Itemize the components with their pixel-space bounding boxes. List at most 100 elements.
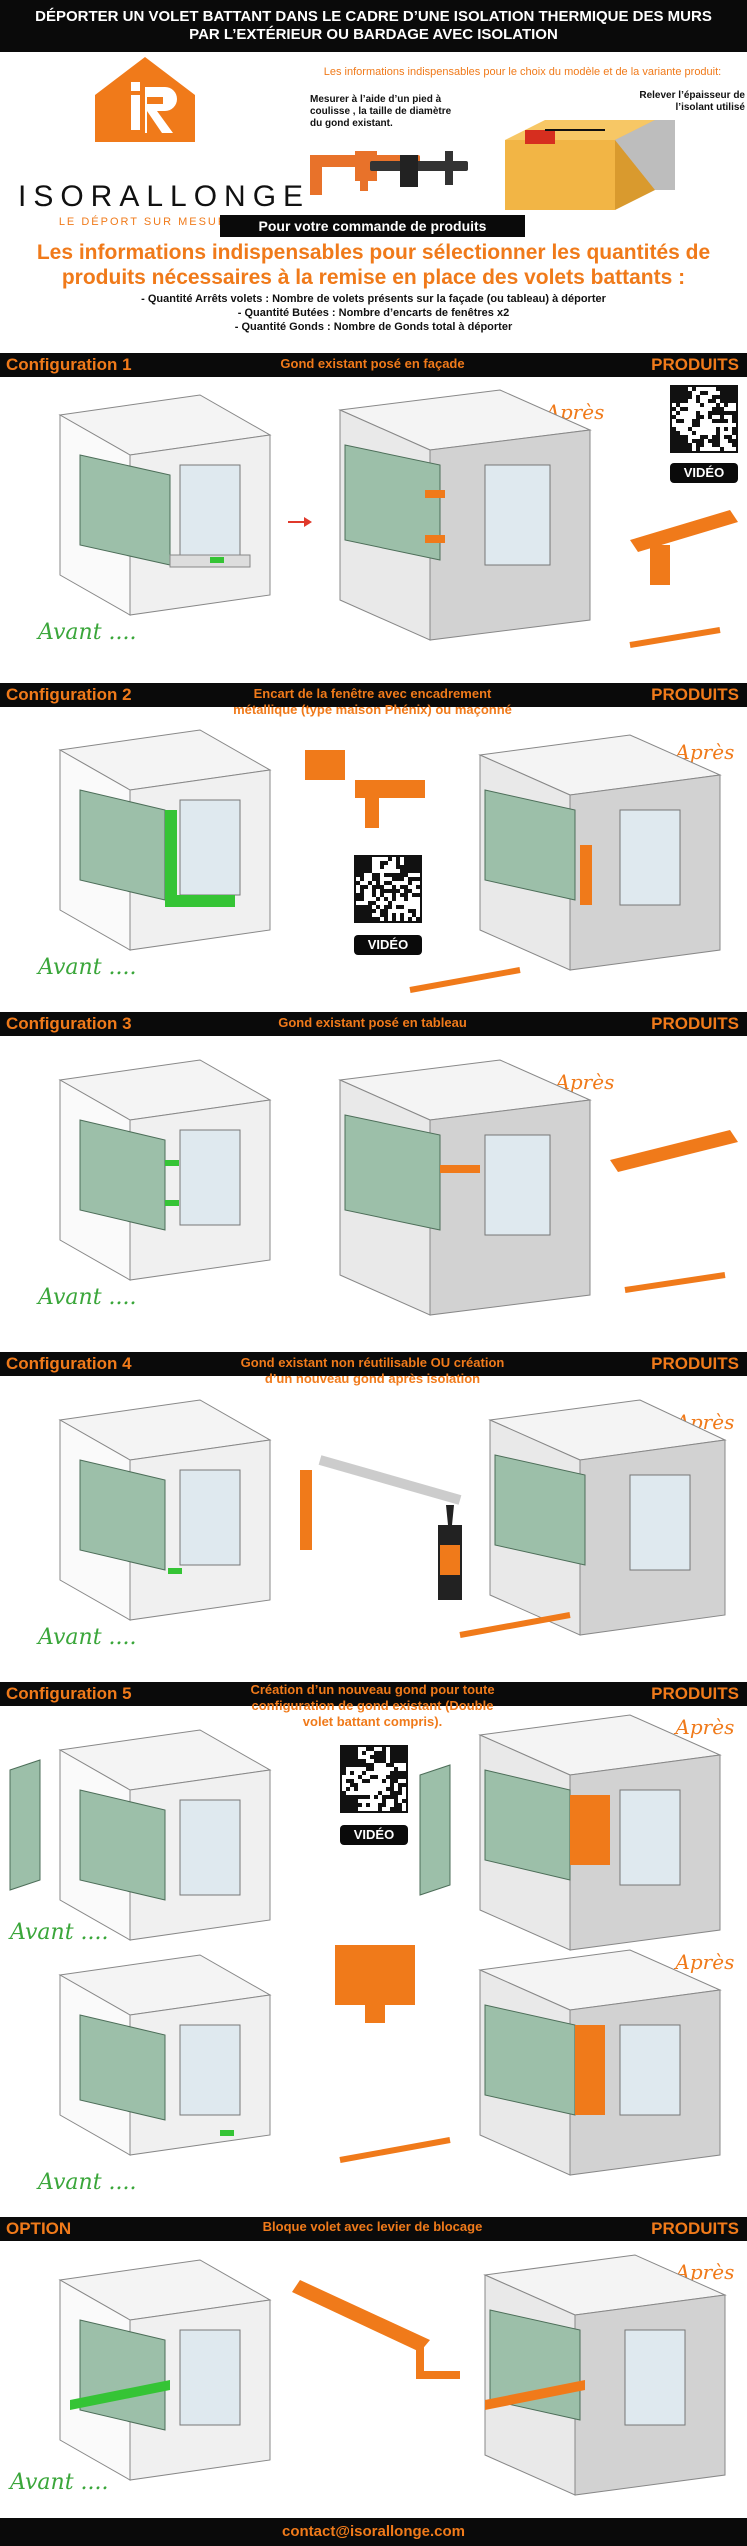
qr-module: [728, 439, 732, 443]
qr-module: [412, 857, 416, 861]
qr-module: [384, 905, 388, 909]
qr-module: [680, 419, 684, 423]
qr-module: [396, 873, 400, 877]
qr-module: [724, 399, 728, 403]
qr-module: [680, 443, 684, 447]
qr-module: [394, 1771, 398, 1775]
qr-module: [712, 439, 716, 443]
section-bar-config-1: Configuration 1 PRODUITS: [0, 353, 747, 377]
qr-module: [716, 411, 720, 415]
qr-module: [358, 1775, 362, 1779]
qr-module: [394, 1791, 398, 1795]
qr-module: [412, 909, 416, 913]
qr-module: [672, 399, 676, 403]
qr-module: [398, 1755, 402, 1759]
qr-module: [360, 905, 364, 909]
qr-module: [390, 1747, 394, 1751]
qr-module: [376, 897, 380, 901]
qr-module: [394, 1803, 398, 1807]
qr-module: [356, 905, 360, 909]
qr-module: [350, 1755, 354, 1759]
qr-module: [400, 865, 404, 869]
qr-module: [700, 391, 704, 395]
section-bar-option: OPTION PRODUITS: [0, 2217, 747, 2241]
qr-module: [404, 897, 408, 901]
qr-module: [692, 431, 696, 435]
qr-module: [728, 435, 732, 439]
qr-module: [696, 415, 700, 419]
qr-module: [692, 423, 696, 427]
before-label: Avant ....: [10, 1920, 109, 1945]
qr-module: [366, 1795, 370, 1799]
qr-module: [356, 897, 360, 901]
qr-module: [354, 1755, 358, 1759]
qr-module: [672, 447, 676, 451]
qr-module: [720, 447, 724, 451]
subtitle-line: Bloque volet avec levier de blocage: [262, 2219, 483, 2234]
qr-module: [382, 1751, 386, 1755]
qr-module: [400, 869, 404, 873]
qr-module: [676, 431, 680, 435]
qr-module: [390, 1795, 394, 1799]
qr-module: [672, 415, 676, 419]
qr-module: [416, 893, 420, 897]
qr-module: [676, 443, 680, 447]
section-subtitle: Encart de la fenêtre avec encadrement mé…: [190, 686, 555, 718]
qr-module: [732, 395, 736, 399]
qr-module: [346, 1755, 350, 1759]
qr-module: [716, 443, 720, 447]
qr-module: [376, 905, 380, 909]
qr-module: [382, 1755, 386, 1759]
qr-module: [342, 1791, 346, 1795]
video-button[interactable]: VIDÉO: [354, 935, 422, 955]
subtitle-line: métallique (type maison Phénix) ou maçon…: [233, 702, 512, 717]
qr-module: [356, 881, 360, 885]
qr-module: [390, 1787, 394, 1791]
qr-module: [372, 917, 376, 921]
qr-module: [358, 1763, 362, 1767]
page-title-line2: PAR L’EXTÉRIEUR OU BARDAGE AVEC ISOLATIO…: [189, 26, 558, 43]
after-house-illustration: [478, 1949, 722, 2176]
after-house-illustration: [419, 1714, 722, 1951]
before-house-illustration: [58, 1954, 272, 2156]
qr-module: [356, 857, 360, 861]
qr-module: [358, 1795, 362, 1799]
qr-module: [732, 415, 736, 419]
qr-module: [408, 881, 412, 885]
hinge-product-icon: [610, 1130, 738, 1172]
qr-code-icon[interactable]: [670, 385, 738, 453]
qr-module: [354, 1751, 358, 1755]
caliper-illustration: [310, 151, 468, 195]
qr-code-icon[interactable]: [354, 855, 422, 923]
contact-email-link[interactable]: contact@isorallonge.com: [0, 2518, 747, 2546]
header: ISORALLONGE LE DÉPORT SUR MESURE Les inf…: [0, 52, 747, 228]
qr-module: [362, 1751, 366, 1755]
qr-module: [696, 443, 700, 447]
qr-module: [402, 1771, 406, 1775]
qr-module: [708, 415, 712, 419]
qr-module: [404, 861, 408, 865]
products-label: PRODUITS: [651, 1014, 739, 1033]
video-button[interactable]: VIDÉO: [670, 463, 738, 483]
qr-module: [370, 1763, 374, 1767]
section-label: Configuration 5: [6, 1684, 132, 1703]
qr-module: [684, 399, 688, 403]
qr-module: [354, 1759, 358, 1763]
qr-module: [346, 1799, 350, 1803]
qr-module: [362, 1759, 366, 1763]
video-button[interactable]: VIDÉO: [340, 1825, 408, 1845]
qr-module: [350, 1751, 354, 1755]
qr-module: [342, 1767, 346, 1771]
section-label: Configuration 2: [6, 685, 132, 704]
qr-module: [408, 865, 412, 869]
qr-module: [356, 865, 360, 869]
qr-module: [724, 411, 728, 415]
qr-module: [378, 1803, 382, 1807]
subtitle-line: Gond existant posé en tableau: [278, 1015, 467, 1030]
qr-module: [368, 861, 372, 865]
qr-module: [364, 885, 368, 889]
qr-module: [720, 411, 724, 415]
qr-code-icon[interactable]: [340, 1745, 408, 1813]
qr-module: [364, 909, 368, 913]
qr-module: [390, 1759, 394, 1763]
